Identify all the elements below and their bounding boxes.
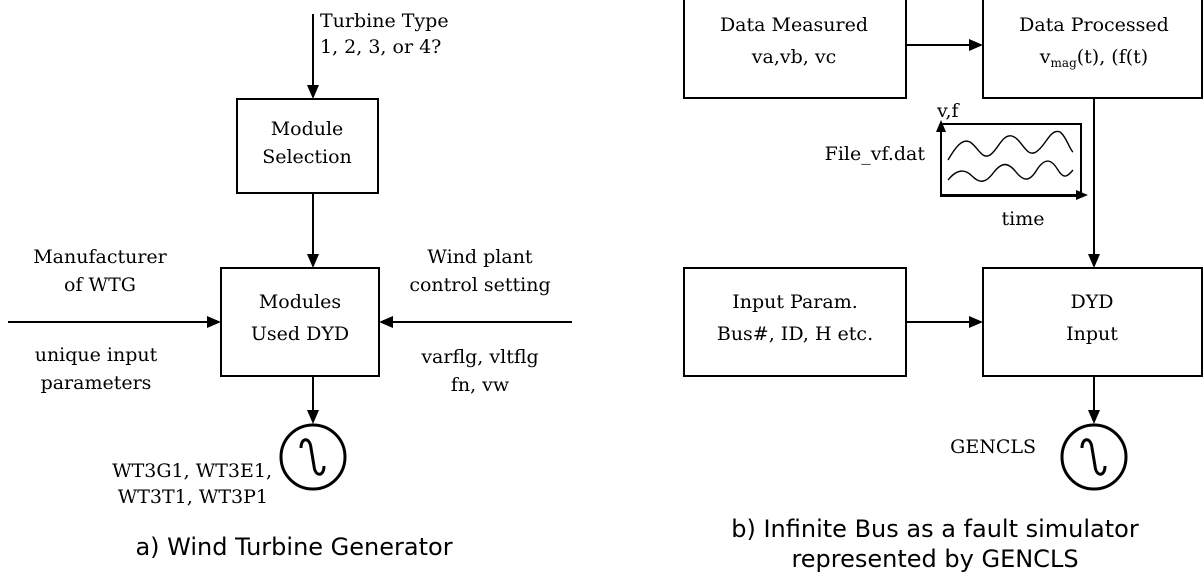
voltage-trace bbox=[947, 130, 1074, 161]
manufacturer-label-line1: Manufacturer bbox=[33, 246, 167, 268]
time-axis-label: time bbox=[1002, 208, 1045, 230]
processed-functions: (t), (f(t) bbox=[1077, 46, 1148, 68]
mag-subscript: mag bbox=[1051, 56, 1078, 70]
control-flags-line2: fn, vw bbox=[451, 374, 510, 396]
plot-x-axis-arrow bbox=[1076, 190, 1088, 200]
panel-b: Data Measured va,vb, vc Data Processed v… bbox=[683, 0, 1203, 573]
arrow-head bbox=[207, 316, 221, 328]
data-processed-line2: vmag(t), (f(t) bbox=[1039, 46, 1148, 70]
generator-b-icon bbox=[1060, 423, 1128, 491]
data-measured-line2: va,vb, vc bbox=[751, 46, 836, 68]
input-param-box bbox=[683, 267, 907, 377]
arrow-head bbox=[379, 316, 393, 328]
control-flags-line1: varflg, vltflg bbox=[420, 346, 538, 368]
data-measured-line1: Data Measured bbox=[720, 14, 868, 36]
arrow-head bbox=[307, 85, 319, 99]
dyd-input-line1: DYD bbox=[1070, 291, 1113, 313]
modules-used-line1: Modules bbox=[259, 291, 341, 313]
turbine-type-label: Turbine Type bbox=[320, 10, 449, 32]
input-param-line2: Bus#, ID, H etc. bbox=[717, 323, 873, 345]
file-vf-plot-frame bbox=[940, 123, 1082, 197]
module-selection-line2: Selection bbox=[262, 146, 352, 168]
arrow-head bbox=[307, 410, 319, 424]
module-selection-line1: Module bbox=[271, 118, 344, 140]
vf-axis-label: v,f bbox=[936, 100, 961, 122]
caption-b-line2: represented by GENCLS bbox=[791, 545, 1078, 573]
data-processed-line1: Data Processed bbox=[1019, 14, 1169, 36]
arrow-head bbox=[1088, 254, 1100, 268]
modules-used-dyd-box bbox=[220, 267, 380, 377]
turbine-type-options: 1, 2, 3, or 4? bbox=[320, 36, 441, 58]
generator-models-line1: WT3G1, WT3E1, bbox=[112, 460, 272, 482]
arrow-head bbox=[969, 316, 983, 328]
wind-plant-label-line1: Wind plant bbox=[427, 246, 533, 268]
unique-params-line1: unique input bbox=[35, 344, 158, 366]
arrow-head bbox=[1088, 410, 1100, 424]
dyd-input-line2: Input bbox=[1066, 323, 1118, 345]
unique-params-line2: parameters bbox=[41, 372, 152, 394]
manufacturer-label-line2: of WTG bbox=[64, 274, 136, 296]
frequency-trace bbox=[947, 160, 1074, 182]
plot-y-axis-arrow bbox=[936, 120, 946, 132]
caption-a: a) Wind Turbine Generator bbox=[135, 533, 452, 561]
gencls-label: GENCLS bbox=[950, 436, 1036, 458]
arrow-head bbox=[969, 39, 983, 51]
panel-a: Turbine Type 1, 2, 3, or 4? Module Selec… bbox=[8, 10, 572, 561]
arrow-head bbox=[307, 254, 319, 268]
wind-plant-label-line2: control setting bbox=[409, 274, 550, 296]
input-param-line1: Input Param. bbox=[732, 291, 858, 313]
caption-b-line1: b) Infinite Bus as a fault simulator bbox=[731, 515, 1139, 543]
module-selection-box bbox=[236, 98, 379, 194]
modules-used-line2: Used DYD bbox=[251, 323, 349, 345]
v-symbol: v bbox=[1039, 46, 1051, 68]
data-measured-box bbox=[683, 0, 907, 99]
generator-a-icon bbox=[279, 423, 347, 491]
data-processed-box bbox=[982, 0, 1203, 99]
generator-models-line2: WT3T1, WT3P1 bbox=[118, 486, 268, 508]
dyd-input-box bbox=[982, 267, 1203, 377]
file-vf-label: File_vf.dat bbox=[825, 143, 926, 165]
